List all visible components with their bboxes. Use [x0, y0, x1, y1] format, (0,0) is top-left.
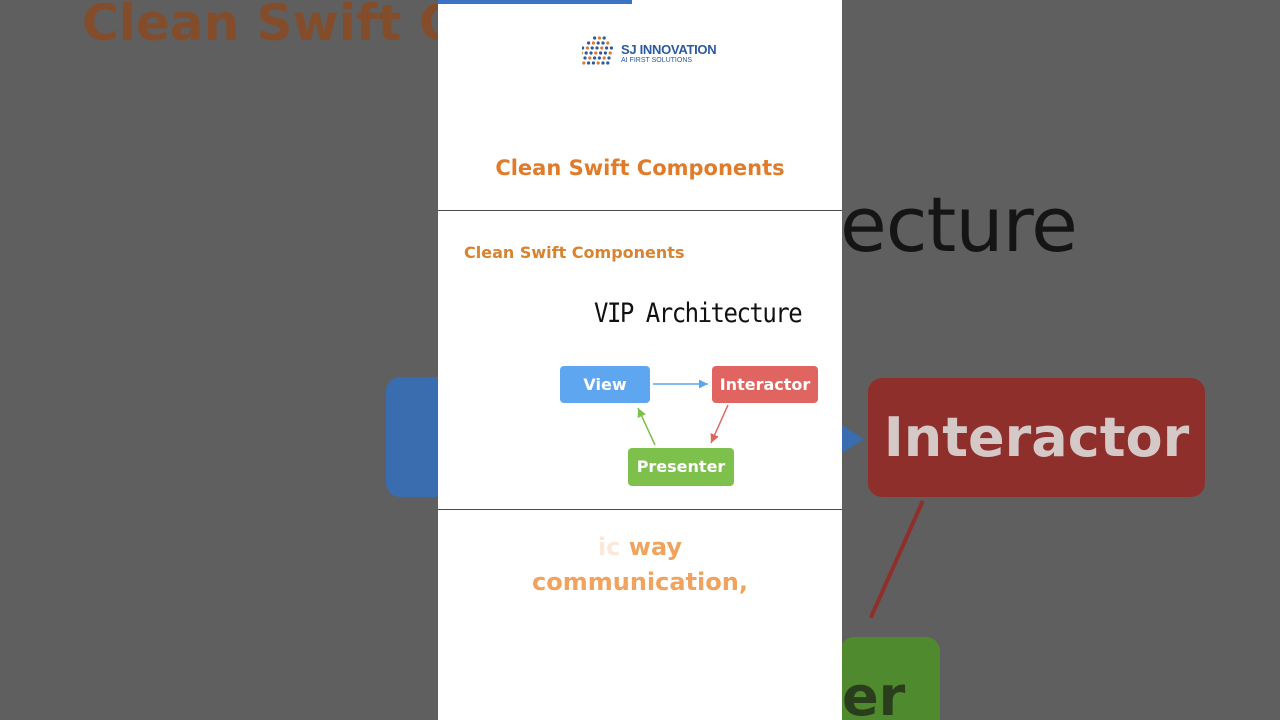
background-architecture-text: ecture: [840, 180, 1078, 269]
diagram-arrows: [637, 379, 729, 446]
logo-dot: [585, 46, 589, 50]
logo-dot: [601, 61, 605, 65]
background-arrow-head: [842, 425, 864, 453]
video-panel[interactable]: SJ INNOVATION AI FIRST SOLUTIONS Clean S…: [438, 0, 842, 720]
logo-dot: [591, 41, 595, 45]
logo-dot: [582, 51, 583, 55]
logo-dot: [601, 41, 605, 45]
logo-dot: [582, 61, 586, 65]
arrow-interactor-to-presenter: [710, 404, 729, 444]
arrow-presenter-to-view: [637, 407, 656, 446]
logo-dot: [593, 36, 597, 40]
view-box: View: [560, 366, 650, 403]
caption-line-1: ic way: [438, 530, 842, 565]
logo-dot: [603, 51, 607, 55]
background-interactor-box: Interactor: [868, 378, 1205, 497]
background-title: Clean Swift C: [82, 0, 456, 52]
logo-dot: [591, 61, 595, 65]
caption-line-2: communication,: [532, 568, 748, 596]
caption-faint-word: ic: [597, 533, 621, 561]
presenter-box: Presenter: [628, 448, 734, 486]
logo-dot: [605, 46, 609, 50]
divider-top: [438, 210, 842, 211]
brand-name: SJ INNOVATION: [621, 42, 717, 57]
logo-dot: [582, 46, 585, 50]
logo-dot: [602, 56, 606, 60]
caption-word-way: way: [628, 533, 683, 561]
logo-dot: [583, 56, 587, 60]
background-red-arrow: [868, 500, 925, 619]
logo-dot: [597, 36, 601, 40]
progress-bar[interactable]: [438, 0, 632, 4]
logo-dot: [599, 51, 603, 55]
logo-dot: [608, 51, 612, 55]
slide-subtitle: Clean Swift Components: [464, 243, 685, 262]
logo-dot: [589, 51, 593, 55]
background-presenter-text: er: [842, 665, 906, 720]
logo-dot: [596, 41, 600, 45]
logo-dot: [609, 46, 613, 50]
logo-dot: [594, 51, 598, 55]
logo-dot: [587, 41, 591, 45]
background-presenter-box: er: [840, 637, 940, 720]
logo-dot: [593, 56, 597, 60]
logo-dot: [606, 61, 610, 65]
logo-dot: [596, 61, 600, 65]
logo-dot: [597, 56, 601, 60]
logo-dot: [595, 46, 599, 50]
page-title: Clean Swift Components: [495, 156, 785, 180]
brand-tagline: AI FIRST SOLUTIONS: [621, 57, 693, 64]
brand-logo: SJ INNOVATION AI FIRST SOLUTIONS: [582, 34, 717, 70]
subtitle-caption: ic way communication,: [438, 530, 842, 600]
logo-dot: [584, 51, 588, 55]
logo-dot: [607, 56, 611, 60]
slide-heading: VIP Architecture: [594, 298, 803, 329]
logo-dot: [606, 41, 610, 45]
logo-dot: [600, 46, 604, 50]
logo-dots-icon: [582, 36, 613, 65]
logo-dot: [602, 36, 606, 40]
logo-dot: [588, 56, 592, 60]
logo-dot: [587, 61, 591, 65]
interactor-box: Interactor: [712, 366, 818, 403]
logo-dot: [590, 46, 594, 50]
divider-bottom: [438, 509, 842, 510]
